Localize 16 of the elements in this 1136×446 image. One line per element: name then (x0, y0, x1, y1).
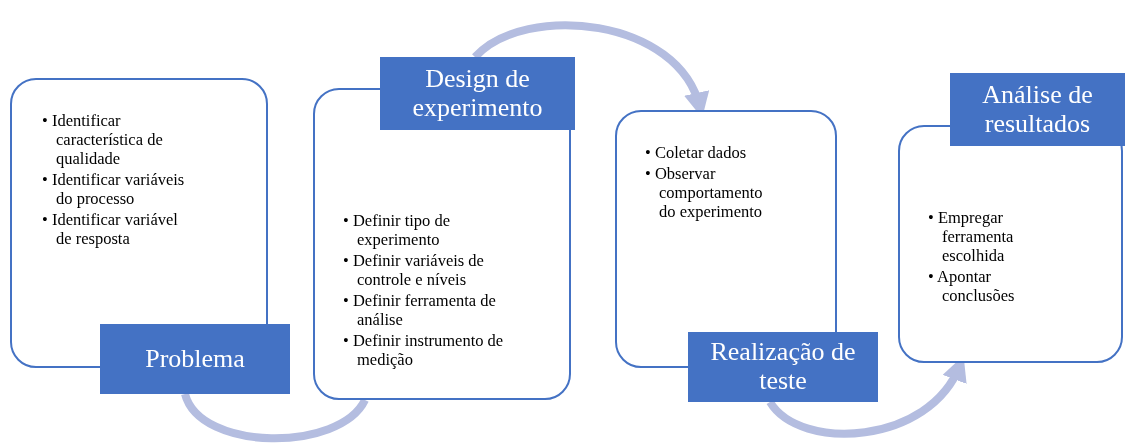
title-box: Design de experimento (380, 57, 575, 130)
bullet-item: • Definir instrumento de medição (343, 331, 505, 370)
bullet-item: • Definir variáveis de controle e níveis (343, 251, 485, 290)
bullet-item: • Observar comportamento do experimento (645, 164, 764, 222)
bullet-item: • Definir ferramenta de análise (343, 291, 497, 330)
bullet-item: • Coletar dados (645, 144, 748, 163)
content-card (10, 78, 268, 368)
bullet-item: • Definir tipo de experimento (343, 212, 452, 250)
bullet-item: • Empregar ferramenta escolhida (928, 209, 1015, 266)
title-box: Problema (100, 324, 290, 394)
bullet-item: • Identificar variáveis do processo (42, 170, 186, 209)
title-box: Análise de resultados (950, 73, 1125, 146)
bullet-item: • Identificar variável de resposta (42, 210, 179, 249)
bullet-item: • Apontar conclusões (928, 267, 1016, 306)
title-box: Realização de teste (688, 332, 878, 402)
bullet-item: • Identificar característica de qualidade (42, 112, 164, 169)
